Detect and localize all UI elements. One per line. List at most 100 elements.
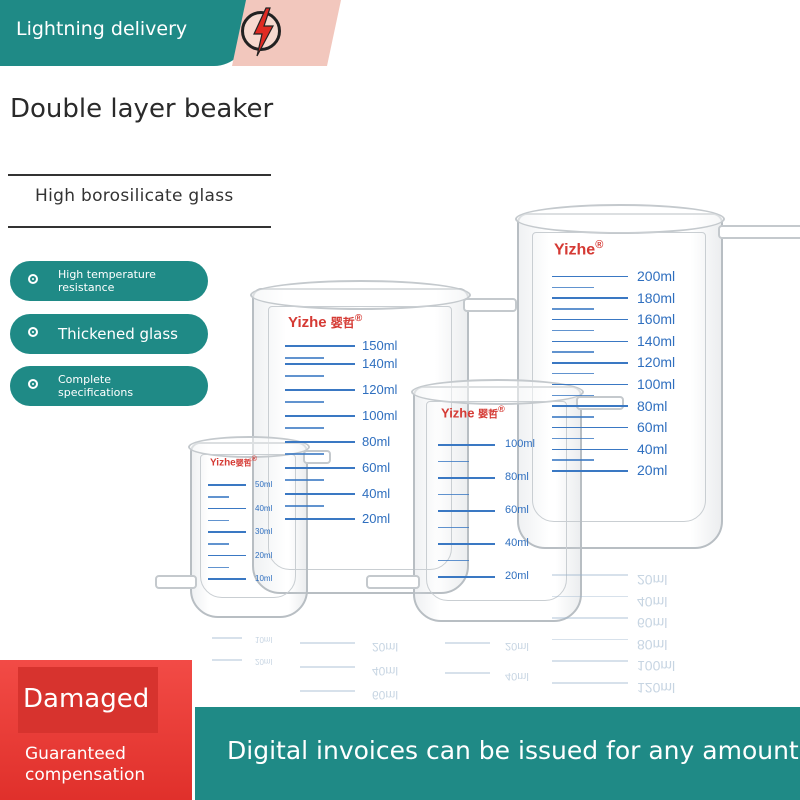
scale-reflection-line: [212, 637, 242, 639]
scale-label: 50ml: [255, 480, 273, 489]
invoice-banner: [195, 707, 800, 800]
bullet-icon: [28, 274, 38, 284]
scale-minor-tick: [438, 526, 470, 529]
scale-label: 200ml: [637, 268, 676, 284]
scale-reflection-label: 60ml: [372, 688, 399, 702]
scale-label: 30ml: [255, 527, 273, 536]
scale-reflection-label: 120ml: [637, 680, 676, 696]
scale-mark-line: [208, 531, 246, 533]
scale-minor-tick: [285, 427, 324, 429]
scale-mark-line: [208, 484, 246, 486]
scale-minor-tick: [285, 401, 324, 403]
scale-label: 60ml: [505, 504, 529, 516]
scale-minor-tick: [285, 375, 324, 377]
divider-bottom: [8, 226, 271, 228]
feature-label: Thickened glass: [58, 325, 178, 343]
scale-mark-line: [438, 510, 495, 512]
scale-reflection-line: [445, 642, 490, 644]
scale-mark-line: [285, 345, 355, 347]
scale-label: 140ml: [637, 332, 676, 349]
scale-mark-line: [208, 507, 246, 510]
banner-text: Lightning delivery: [16, 18, 188, 40]
lightning-delivery-banner: Lightning delivery: [0, 0, 248, 66]
scale-reflection-line: [552, 595, 628, 598]
product-subtitle: High borosilicate glass: [35, 186, 234, 206]
feature-label: Complete: [58, 373, 112, 386]
scale-minor-tick: [552, 416, 594, 418]
scale-reflection-label: 40ml: [637, 593, 668, 610]
scale-minor-tick: [438, 559, 470, 562]
scale-label: 20ml: [505, 570, 529, 582]
scale-reflection-line: [552, 574, 628, 576]
bullet-icon: [28, 379, 38, 389]
product-title: Double layer beaker: [10, 94, 274, 124]
scale-reflection-label: 20ml: [372, 640, 399, 654]
scale-mark-line: [438, 543, 495, 545]
scale-mark-line: [285, 363, 355, 365]
brand-logo: Yizhe: [441, 405, 475, 421]
feature-pill-thickened: Thickened glass: [10, 314, 208, 354]
damaged-highlight: [18, 667, 158, 733]
scale-label: 80ml: [637, 397, 668, 414]
brand-logo: Yizhe: [288, 314, 327, 331]
scale-mark-line: [438, 477, 495, 479]
scale-mark-line: [552, 318, 628, 321]
scale-minor-tick: [552, 286, 594, 288]
scale-minor-tick: [552, 459, 594, 461]
scale-minor-tick: [552, 308, 594, 310]
scale-reflection-label: 80ml: [637, 636, 668, 653]
brand-logo: Yizhe: [210, 457, 236, 469]
scale-reflection-line: [552, 617, 628, 619]
scale-reflection-line: [552, 638, 628, 641]
scale-minor-tick: [208, 543, 229, 545]
scale-minor-tick: [552, 394, 594, 396]
scale-minor-tick: [438, 460, 470, 463]
scale-label: 160ml: [637, 311, 676, 328]
scale-label: 20ml: [637, 462, 668, 479]
scale-minor-tick: [552, 329, 594, 332]
scale-label: 100ml: [637, 376, 676, 392]
feature-label: specifications: [58, 386, 134, 399]
feature-pill-temperature: High temperature resistance: [10, 261, 208, 301]
divider-top: [8, 174, 271, 176]
scale-minor-tick: [285, 357, 324, 359]
scale-mark-line: [552, 470, 628, 472]
scale-mark-line: [552, 362, 628, 364]
feature-pill-specifications: Complete specifications: [10, 366, 208, 406]
scale-reflection-label: 40ml: [372, 664, 399, 678]
scale-mark-line: [552, 383, 628, 386]
scale-reflection-label: 20ml: [637, 572, 668, 588]
scale-label: 40ml: [255, 503, 273, 513]
scale-mark-line: [285, 467, 355, 469]
scale-minor-tick: [285, 479, 324, 481]
scale-reflection-line: [552, 682, 628, 684]
guarantee-text: Guaranteed compensation: [25, 744, 145, 786]
scale-minor-tick: [438, 493, 470, 496]
scale-label: 40ml: [505, 537, 529, 549]
scale-label: 20ml: [362, 511, 391, 526]
scale-reflection-label: 100ml: [637, 658, 676, 675]
scale-label: 80ml: [362, 434, 391, 449]
scale-mark-line: [438, 576, 495, 578]
scale-label: 120ml: [362, 382, 398, 397]
lightning-bolt-icon: [253, 7, 274, 57]
scale-label: 100ml: [362, 408, 398, 423]
scale-label: 120ml: [637, 354, 676, 371]
scale-label: 40ml: [637, 440, 668, 457]
scale-label: 180ml: [637, 289, 676, 306]
scale-label: 100ml: [505, 438, 535, 450]
scale-reflection-label: 60ml: [637, 615, 668, 632]
bullet-icon: [28, 327, 38, 337]
guarantee-line: Guaranteed: [25, 744, 126, 764]
scale-mark-line: [285, 518, 355, 520]
scale-label: 60ml: [637, 419, 668, 436]
scale-label: 60ml: [362, 460, 391, 475]
scale-mark-line: [552, 448, 628, 450]
scale-mark-line: [285, 441, 355, 443]
scale-reflection-line: [212, 659, 242, 661]
scale-mark-line: [438, 444, 495, 446]
scale-mark-line: [552, 340, 628, 342]
scale-minor-tick: [552, 437, 594, 440]
scale-minor-tick: [208, 519, 229, 522]
scale-mark-line: [552, 297, 628, 299]
